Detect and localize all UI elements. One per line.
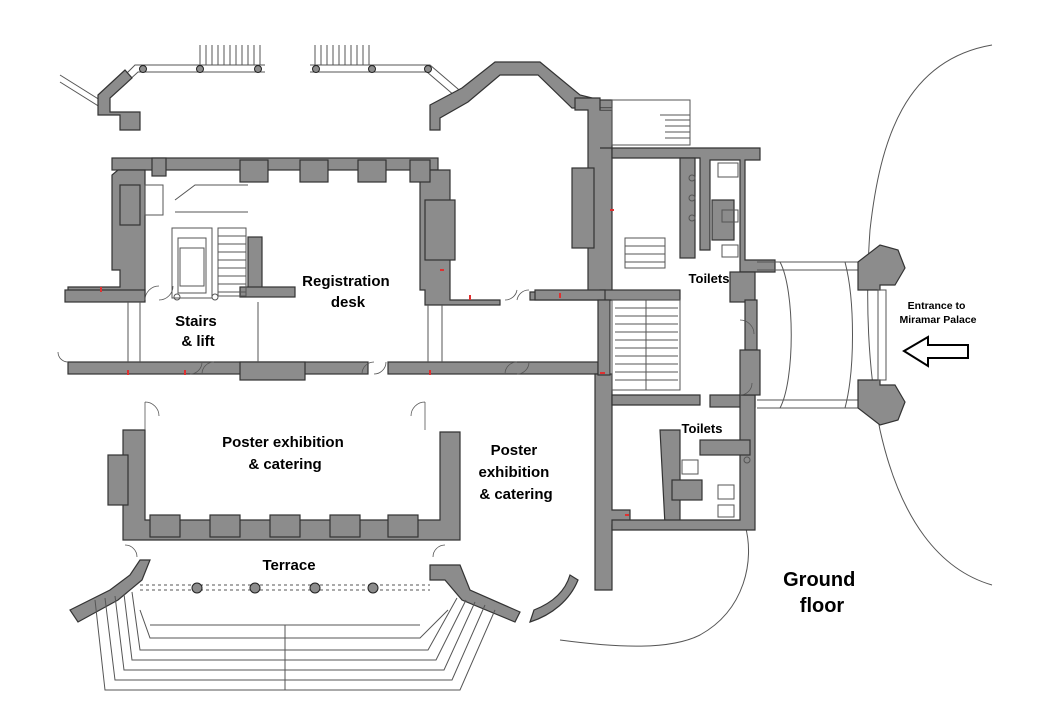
driveway-curve: [867, 44, 993, 586]
corridor-lines: [127, 261, 860, 409]
north-bay-window: [59, 64, 501, 108]
garden-curve: [559, 524, 750, 647]
toilets-top-label: Toilets: [689, 271, 730, 286]
stairs-lift: [144, 184, 248, 301]
top-steps: [199, 45, 370, 65]
poster-right-label: Poster exhibition & catering: [478, 442, 553, 503]
doors: [57, 285, 755, 558]
arrow-left-icon: [902, 335, 969, 368]
terrace-label: Terrace: [262, 557, 315, 574]
toilets-bottom-label: Toilets: [682, 421, 723, 436]
floor-label: Ground floor: [783, 569, 861, 617]
entrance-pavilion: [857, 244, 906, 426]
walls: [64, 61, 776, 623]
stairs-label: Stairs & lift: [175, 313, 221, 350]
toilet-fixtures: [681, 162, 751, 518]
window-bays: [149, 157, 431, 538]
poster-left-label: Poster exhibition & catering: [222, 434, 348, 473]
central-staircase: [611, 99, 691, 391]
entrance-label: Entrance to Miramar Palace: [899, 300, 976, 326]
terrace-steps: [94, 582, 496, 691]
red-markers: [100, 209, 629, 516]
registration-label: Registration desk: [302, 273, 394, 311]
